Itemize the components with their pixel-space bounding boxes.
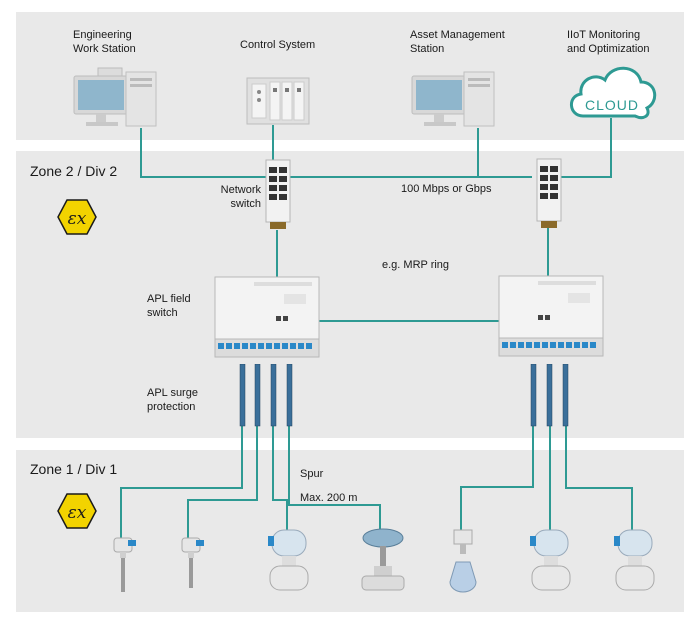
- desktop-computer-icon: [73, 67, 157, 127]
- radar-level-icon: [449, 529, 477, 593]
- zone2-title: Zone 2 / Div 2: [30, 163, 118, 179]
- wire-cloud: [560, 118, 612, 178]
- network-switch-label: Network switch: [220, 184, 261, 210]
- spur-right-1: [460, 425, 534, 530]
- zone1-panel: [16, 450, 684, 612]
- ex-hazard-icon: εx: [57, 493, 97, 529]
- svg-text:εx: εx: [68, 503, 87, 523]
- network-switch-icon: [536, 158, 562, 228]
- svg-text:εx: εx: [68, 209, 87, 229]
- zone1-title: Zone 1 / Div 1: [30, 461, 118, 477]
- flowmeter-icon: [530, 529, 571, 591]
- apl-field-switch-label: APL field switch: [147, 293, 191, 319]
- max-length-label: Max. 200 m: [300, 492, 358, 504]
- flowmeter-icon: [268, 529, 309, 591]
- ring-label: e.g. MRP ring: [382, 259, 450, 271]
- apl-surge-label: APL surge protection: [147, 387, 198, 413]
- speed-label: 100 Mbps or Gbps: [401, 183, 492, 195]
- spur-left-1: [120, 425, 243, 540]
- surge-protector-icon: [530, 364, 569, 427]
- control-valve-icon: [361, 528, 405, 591]
- engineering-ws-label: Engineering Work Station: [73, 29, 136, 55]
- desktop-computer-icon: [411, 71, 495, 127]
- spur-left-3: [272, 425, 288, 530]
- network-switch-icon: [265, 159, 291, 229]
- spur-left-2: [187, 425, 258, 540]
- apl-field-switch-icon: [214, 276, 320, 358]
- control-cabinet-icon: [246, 77, 310, 125]
- level-probe-icon: [113, 537, 136, 592]
- flowmeter-icon: [614, 529, 655, 591]
- spur-left-4: [288, 425, 381, 530]
- spur-label: Spur: [300, 468, 324, 480]
- asset-mgmt-label: Asset Management Station: [410, 29, 505, 55]
- ex-hazard-icon: εx: [57, 199, 97, 235]
- iiot-label: IIoT Monitoring and Optimization: [567, 29, 650, 55]
- cloud-icon: [570, 66, 657, 120]
- control-system-label: Control System: [240, 39, 316, 51]
- surge-protector-icon: [239, 364, 293, 427]
- cloud-label: CLOUD: [585, 97, 640, 113]
- apl-field-switch-icon: [498, 275, 604, 357]
- wire-engineering-ws: [140, 128, 266, 178]
- level-probe-icon: [181, 537, 204, 588]
- spur-right-3: [565, 425, 633, 530]
